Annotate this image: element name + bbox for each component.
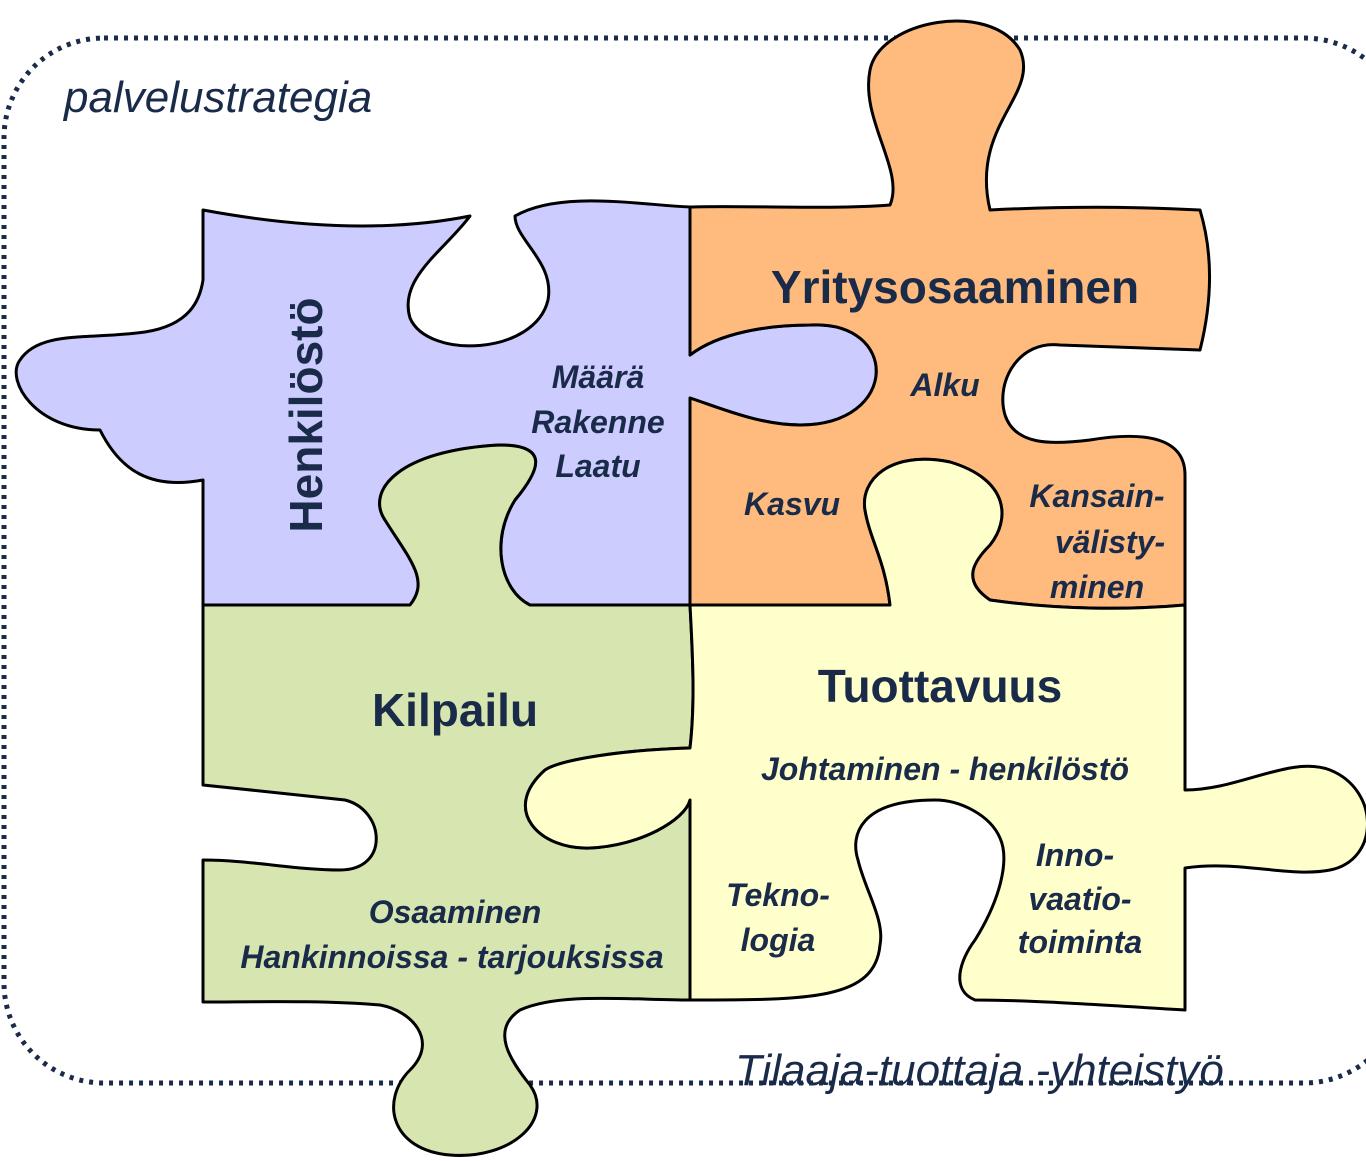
dotted-frame <box>1 35 1366 1086</box>
piece-tuottavuus <box>523 457 1366 1012</box>
yritysosaaminen-item: minen <box>1050 569 1144 605</box>
tuottavuus-item: Inno- <box>1036 837 1114 873</box>
henkilosto-item: Laatu <box>555 448 640 484</box>
tuottavuus-item: Johtaminen - henkilöstö <box>761 751 1129 787</box>
henkilosto-title: Henkilöstö <box>280 297 332 532</box>
kilpailu-item: Hankinnoissa - tarjouksissa <box>240 939 663 975</box>
yritysosaaminen-item: Kasvu <box>744 486 840 522</box>
tuottavuus-item: Tekno- <box>726 877 830 913</box>
kilpailu-title: Kilpailu <box>372 684 538 736</box>
tuottavuus-item: vaatio- <box>1028 881 1131 917</box>
yritysosaaminen-item: välisty- <box>1055 524 1165 560</box>
yritysosaaminen-title: Yritysosaaminen <box>771 261 1139 313</box>
piece-kilpailu <box>201 443 695 1157</box>
tuottavuus-item: toiminta <box>1018 924 1142 960</box>
henkilosto-item: Rakenne <box>531 404 664 440</box>
yritysosaaminen-item: Kansain- <box>1029 478 1164 514</box>
frame-bottom-label: Tilaaja-tuottaja -yhteistyö <box>735 1046 1224 1095</box>
frame-top-label: palvelustrategia <box>62 73 372 122</box>
kilpailu-item: Osaaminen <box>369 894 542 930</box>
tuottavuus-item: logia <box>741 922 816 958</box>
yritysosaaminen-item: Alku <box>909 367 979 403</box>
henkilosto-item: Määrä <box>552 359 645 395</box>
tuottavuus-title: Tuottavuus <box>818 660 1062 712</box>
piece-yritysosaaminen <box>688 19 1211 610</box>
